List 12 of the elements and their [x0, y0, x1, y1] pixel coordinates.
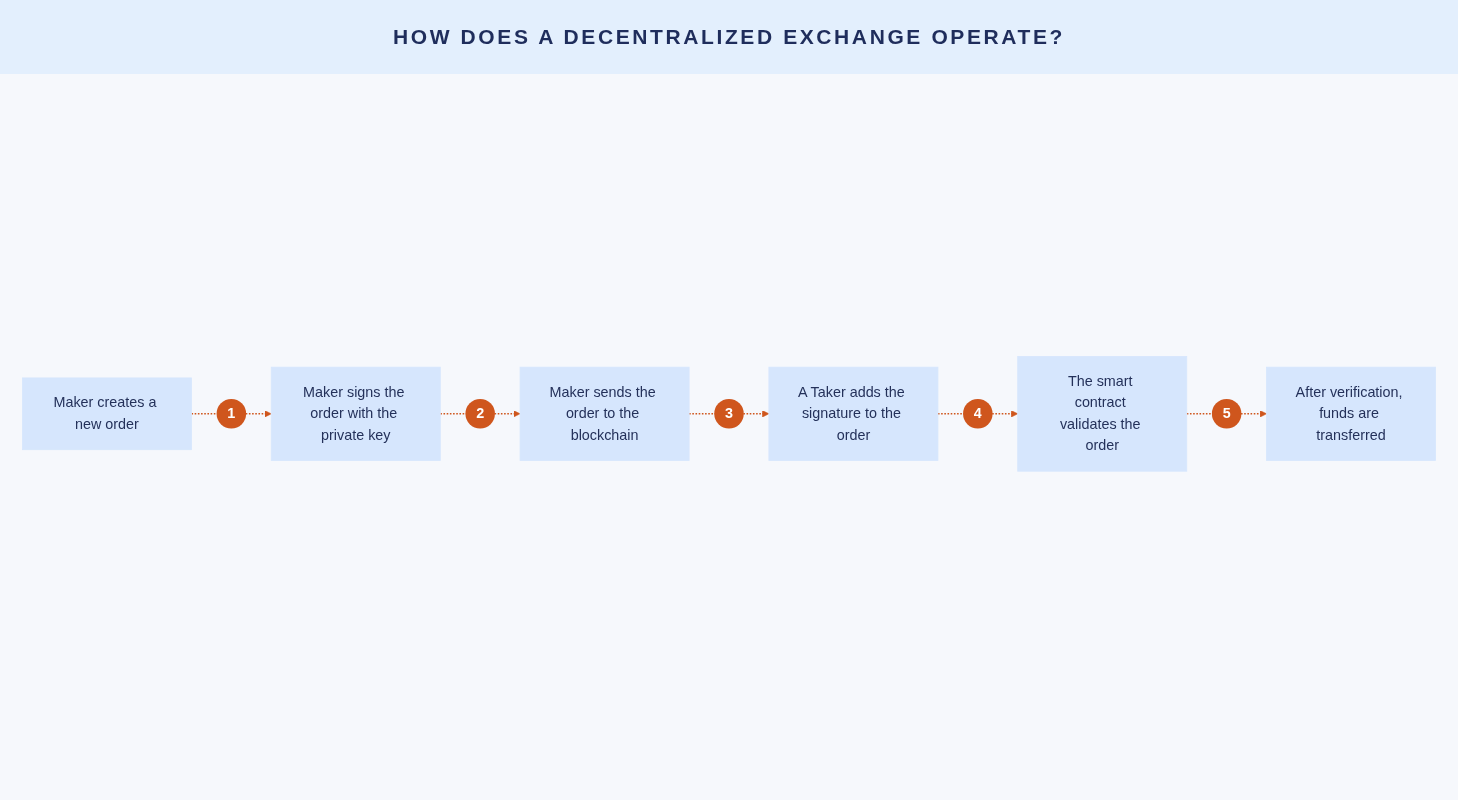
process-box: Maker sends the order to the blockchain [519, 366, 690, 462]
step-number-badge: 3 [714, 399, 744, 429]
step-number-badge: 1 [216, 399, 247, 429]
process-box: The smart contract validates the order [1017, 356, 1188, 472]
diagram-title: HOW DOES A DECENTRALIZED EXCHANGE OPERATE? [393, 25, 1065, 49]
process-box: A Taker adds the signature to the order [768, 366, 939, 462]
step-number-badge: 2 [465, 399, 495, 429]
step-number-badge: 5 [1211, 399, 1242, 429]
process-box: After verification, funds are transferred [1266, 366, 1436, 462]
process-box: Maker creates a new order [22, 377, 192, 451]
process-box: Maker signs the order with the private key [270, 366, 441, 462]
step-number-badge: 4 [963, 399, 993, 429]
